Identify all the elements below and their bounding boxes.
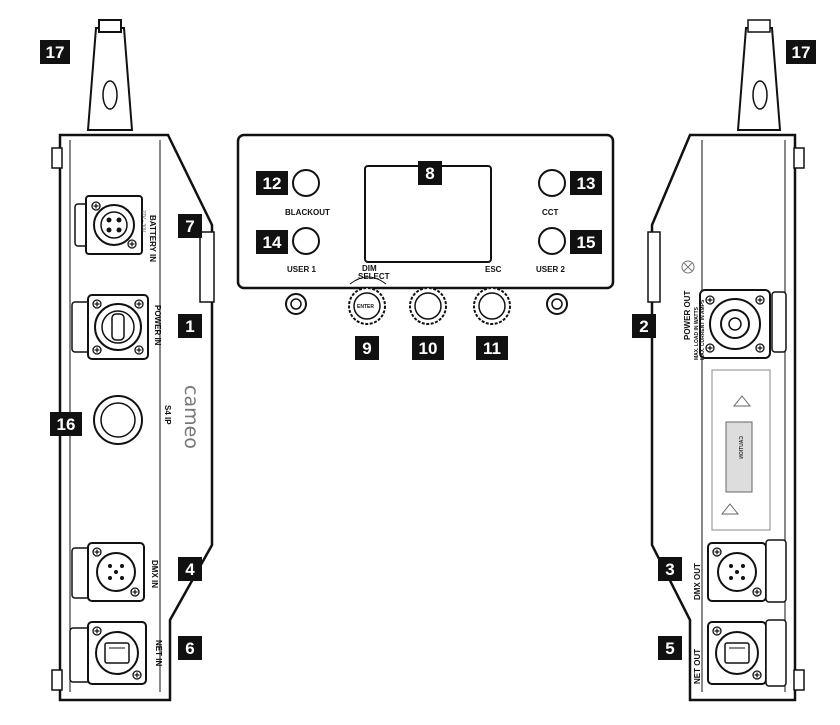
caution-label: CAUTION [739, 436, 745, 459]
battery-voltage-label: 22V - 30V [140, 210, 146, 233]
callout-3: 3 [658, 557, 682, 581]
left-handle [86, 27, 134, 131]
power-out-note-1: MAX. LOAD IN WATTS [694, 306, 700, 360]
left-side-view: BATTERY IN 22V - 30V POWER IN cameo S4 I… [51, 19, 215, 702]
blackout-label: BLACKOUT [285, 208, 330, 217]
svg-text:7: 7 [185, 217, 194, 236]
dmx-in-label: DMX IN [150, 560, 159, 588]
esc-knob[interactable] [473, 287, 511, 325]
callout-17-right: 17 [786, 40, 816, 64]
battery-in-label: BATTERY IN [148, 215, 157, 262]
svg-text:4: 4 [185, 560, 195, 579]
battery-in-connector [74, 195, 143, 255]
callout-15: 15 [570, 230, 602, 254]
callout-10: 10 [412, 336, 444, 360]
select-enter-knob[interactable]: ENTER [348, 287, 386, 325]
svg-text:15: 15 [577, 233, 596, 252]
right-side-view: POWER OUT MAX. LOAD IN WATTS MAX. CURREN… [647, 19, 805, 702]
svg-text:2: 2 [639, 317, 648, 336]
callout-11: 11 [476, 336, 508, 360]
right-screw-knob [546, 293, 568, 315]
callout-8: 8 [418, 161, 442, 185]
model-label: S4 IP [163, 405, 172, 425]
svg-text:6: 6 [185, 639, 194, 658]
callout-7: 7 [178, 214, 202, 238]
svg-text:17: 17 [792, 43, 811, 62]
net-in-label: NET IN [154, 640, 163, 666]
user1-label: USER 1 [287, 265, 316, 274]
user1-button[interactable] [292, 227, 320, 255]
svg-text:5: 5 [665, 639, 674, 658]
svg-text:16: 16 [57, 415, 76, 434]
net-out-label: NET OUT [693, 649, 702, 684]
power-out-note-2: MAX. CURRENT IN AMPS [700, 299, 706, 360]
cct-button[interactable] [538, 169, 566, 197]
control-panel: BLACKOUT USER 1 CCT USER 2 DIM SELECT ES… [236, 133, 615, 325]
enter-label: ENTER [357, 304, 374, 310]
callout-16: 16 [50, 412, 82, 436]
svg-text:11: 11 [483, 339, 501, 358]
esc-label: ESC [485, 265, 502, 274]
blackout-button[interactable] [292, 169, 320, 197]
callout-9: 9 [355, 336, 379, 360]
dmx-in-connector [71, 542, 145, 602]
user2-button[interactable] [538, 227, 566, 255]
dmx-out-label: DMX OUT [693, 563, 702, 600]
select-label: SELECT [358, 272, 390, 281]
svg-text:17: 17 [46, 43, 65, 62]
callout-1: 1 [178, 314, 202, 338]
dim-label: DIM [362, 264, 377, 273]
svg-text:14: 14 [263, 233, 282, 252]
callout-13: 13 [570, 171, 602, 195]
callout-4: 4 [178, 557, 202, 581]
callout-12: 12 [256, 171, 288, 195]
caution-sticker: CAUTION [711, 369, 771, 531]
svg-text:12: 12 [263, 174, 282, 193]
dmx-out-connector [707, 539, 787, 603]
user2-label: USER 2 [536, 265, 565, 274]
warning-x-icon [681, 260, 695, 274]
svg-text:10: 10 [419, 339, 438, 358]
cct-label: CCT [542, 208, 559, 217]
net-out-connector [707, 619, 787, 687]
callout-17-left: 17 [40, 40, 70, 64]
power-out-connector [699, 289, 787, 359]
net-in-connector [69, 621, 147, 685]
svg-text:1: 1 [185, 317, 194, 336]
svg-text:3: 3 [665, 560, 674, 579]
cable-port [93, 395, 143, 445]
callout-5: 5 [658, 636, 682, 660]
svg-text:8: 8 [425, 164, 434, 183]
left-screw-knob [285, 293, 307, 315]
callout-14: 14 [256, 230, 288, 254]
right-handle [736, 27, 782, 131]
callout-2: 2 [632, 314, 656, 338]
svg-text:13: 13 [577, 174, 596, 193]
cameo-logo: cameo [180, 385, 202, 449]
power-in-connector [71, 294, 149, 360]
middle-knob[interactable] [409, 287, 447, 325]
power-out-label: POWER OUT [683, 291, 692, 340]
power-in-label: POWER IN [153, 305, 162, 346]
callout-6: 6 [178, 636, 202, 660]
svg-text:9: 9 [362, 339, 371, 358]
